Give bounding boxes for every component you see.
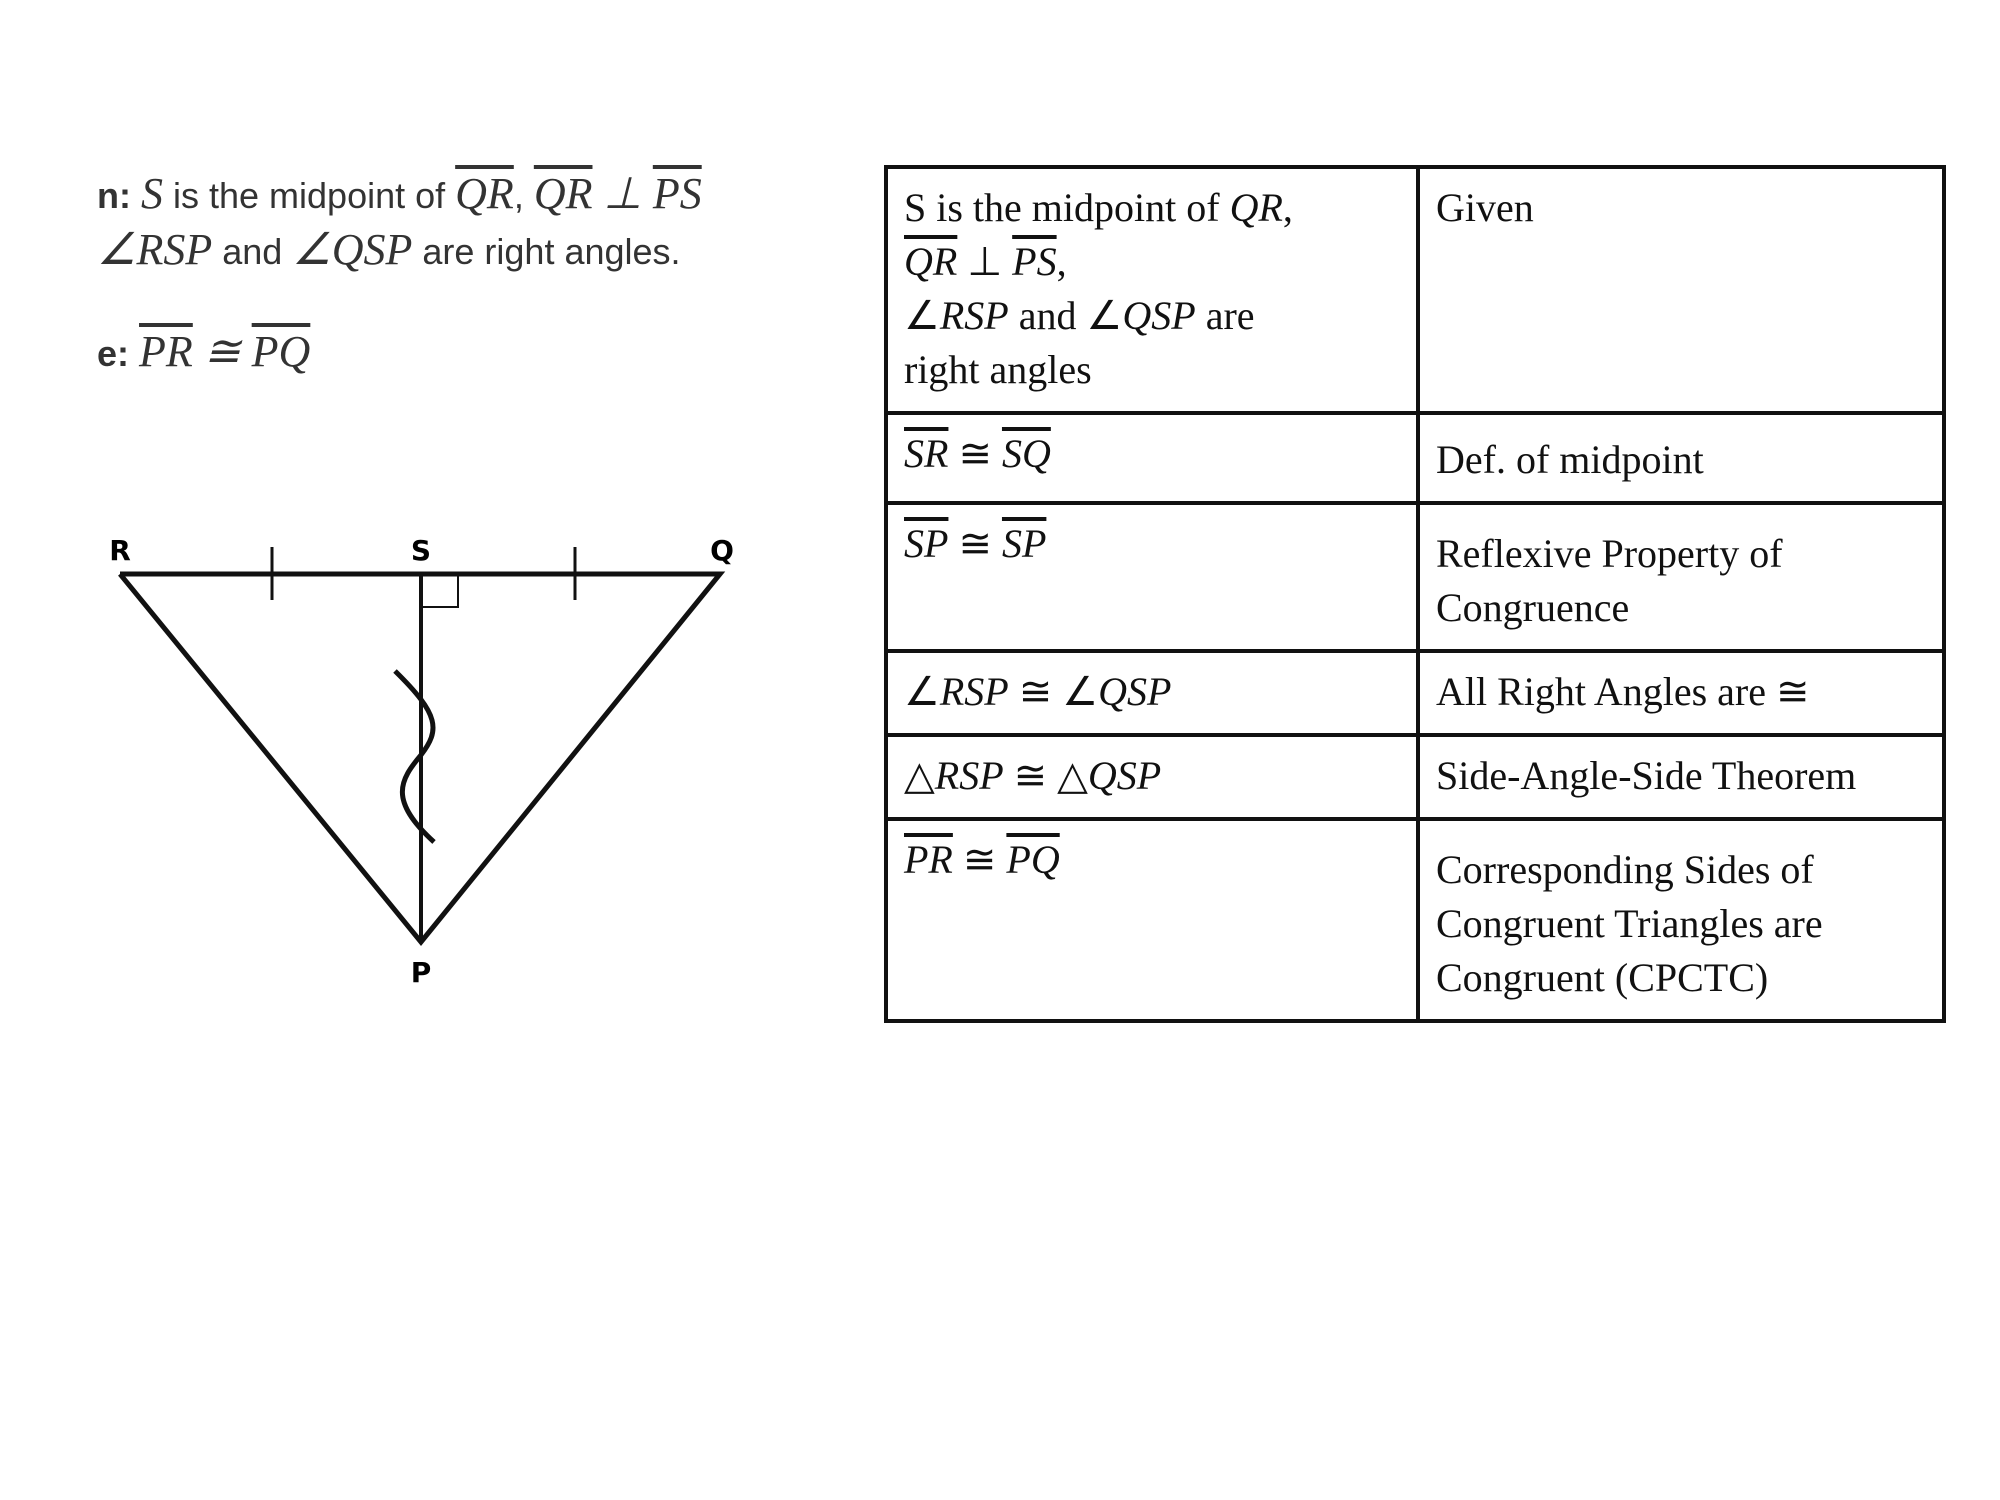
text-fragment: , <box>513 175 534 216</box>
text-fragment: S is the midpoint of <box>904 185 1230 230</box>
prove-line: e: PR ≅ PQ <box>97 326 310 377</box>
overlined-segment-name: SQ <box>1001 431 1051 476</box>
statement-cell: ∠RSP ≅ ∠QSP <box>884 649 1420 737</box>
text-fragment: is the midpoint of <box>163 175 456 216</box>
reason-cell: Reflexive Property of Congruence <box>1416 501 1946 653</box>
proof-row: S is the midpoint of QR,QR ⊥ PS,∠RSP and… <box>884 165 1946 415</box>
math-symbol: ∠QSP <box>292 225 413 274</box>
triangle-diagram: R S Q P <box>109 534 734 989</box>
math-symbol: RSP <box>934 753 1004 798</box>
prove-text: PR ≅ PQ <box>139 327 310 376</box>
two-column-proof-table: S is the midpoint of QR,QR ⊥ PS,∠RSP and… <box>884 165 1946 1023</box>
vertex-label-r: R <box>109 534 131 567</box>
text-fragment: and <box>212 231 293 272</box>
text-fragment: are right angles. <box>412 231 681 272</box>
text-fragment: and <box>1008 293 1087 338</box>
overlined-segment-name: SP <box>904 521 949 566</box>
text-fragment: , <box>1056 239 1067 284</box>
text-fragment: ≅ <box>948 521 1002 566</box>
overlined-segment-name: PQ <box>1006 837 1060 882</box>
reason-cell: Def. of midpoint <box>1416 411 1946 505</box>
text-fragment: △ <box>1057 753 1088 798</box>
text-fragment: ≅ <box>1008 669 1063 714</box>
overlined-segment-name: PS <box>652 169 702 218</box>
text-fragment: ≅ <box>948 431 1002 476</box>
statement-cell: SP ≅ SP <box>884 501 1420 653</box>
overlined-segment-name: QR <box>533 169 593 218</box>
text-fragment: are <box>1195 293 1255 338</box>
math-symbol: QSP <box>1087 753 1162 798</box>
overlined-segment-name: PR <box>139 327 193 376</box>
vertex-label-s: S <box>411 534 431 567</box>
statement-cell: PR ≅ PQ <box>884 817 1420 1023</box>
text-fragment: △ <box>904 753 935 798</box>
text-fragment: ≅ <box>952 837 1007 882</box>
math-symbol: RSP <box>939 293 1009 338</box>
reason-cell: Corresponding Sides of Congruent Triangl… <box>1416 817 1946 1023</box>
given-line-2: ∠RSP and ∠QSP are right angles. <box>97 224 681 275</box>
text-fragment: , <box>1282 185 1293 230</box>
overlined-segment-name: SP <box>1001 521 1047 566</box>
given-line-1: n: S is the midpoint of QR, QR ⊥ PS <box>97 168 702 219</box>
vertex-label-q: Q <box>710 534 734 567</box>
text-fragment: right angles <box>904 347 1092 392</box>
overlined-segment-name: QR <box>455 169 514 218</box>
overlined-segment-name: PS <box>1012 239 1057 284</box>
text-fragment: ∠ <box>904 669 940 714</box>
math-symbol: ⊥ <box>592 169 653 218</box>
statement-cell: S is the midpoint of QR,QR ⊥ PS,∠RSP and… <box>884 165 1420 415</box>
math-symbol: S <box>141 169 163 218</box>
overlined-segment-name: QR <box>904 239 958 284</box>
text-fragment: ⊥ <box>957 239 1013 284</box>
given-text-1: S is the midpoint of QR, QR ⊥ PS <box>141 169 702 218</box>
vertex-label-p: P <box>411 956 432 989</box>
given-label: n: <box>97 175 131 216</box>
overlined-segment-name: PQ <box>251 327 311 376</box>
prove-label: e: <box>97 333 130 374</box>
text-fragment: ∠ <box>1086 293 1123 338</box>
given-text-2: ∠RSP and ∠QSP are right angles. <box>97 225 681 274</box>
statement-cell: SR ≅ SQ <box>884 411 1420 505</box>
text-fragment: ∠ <box>1062 669 1099 714</box>
math-symbol: QSP <box>1122 293 1196 338</box>
reason-cell: Given <box>1416 165 1946 415</box>
statement-cell: △RSP ≅ △QSP <box>884 733 1420 821</box>
reason-cell: Side-Angle-Side Theorem <box>1416 733 1946 821</box>
math-symbol: ∠RSP <box>97 225 213 274</box>
overlined-segment-name: PR <box>904 837 953 882</box>
math-symbol: QSP <box>1098 669 1172 714</box>
text-fragment: ∠ <box>904 293 940 338</box>
math-symbol: QR <box>1229 185 1283 230</box>
math-symbol: ≅ <box>192 327 252 376</box>
text-fragment: ≅ <box>1003 753 1058 798</box>
congruence-squiggle-mark <box>393 669 436 844</box>
reason-cell: All Right Angles are ≅ <box>1416 649 1946 737</box>
right-angle-mark <box>421 574 459 608</box>
math-symbol: RSP <box>939 669 1009 714</box>
overlined-segment-name: SR <box>904 431 949 476</box>
